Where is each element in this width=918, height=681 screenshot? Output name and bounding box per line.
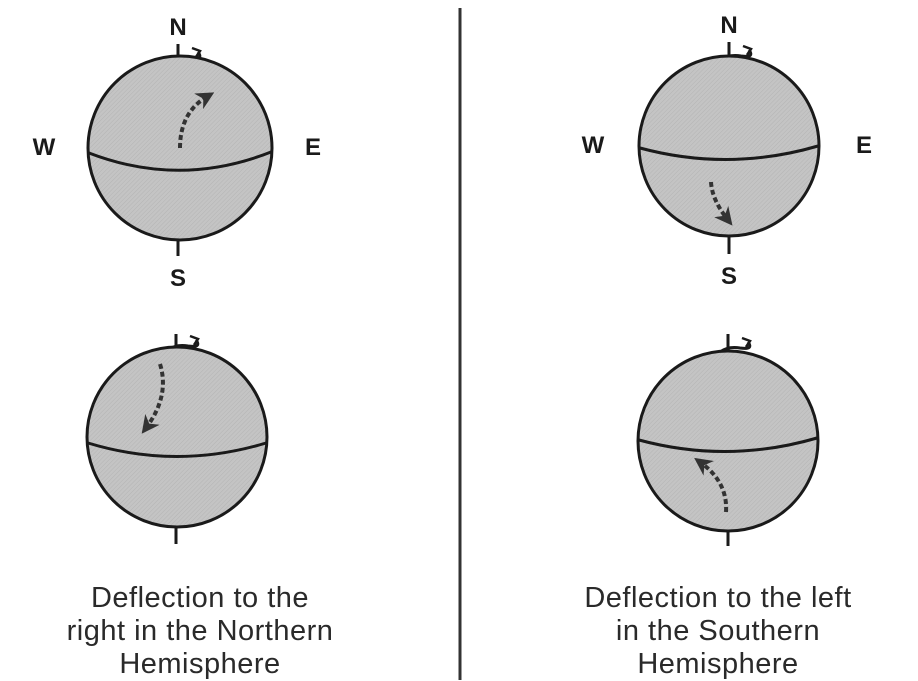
- caption-line: Deflection to the: [90, 582, 310, 614]
- caption-line: Deflection to the left: [584, 582, 852, 614]
- compass-south-label: S: [721, 263, 737, 290]
- compass-east-label: E: [305, 134, 321, 161]
- caption-line: Hemisphere: [637, 648, 799, 680]
- globe-northern-bottom: [85, 334, 269, 544]
- caption-line: Hemisphere: [119, 648, 281, 680]
- deflection-arrow: [141, 363, 165, 434]
- compass-east-label: E: [856, 132, 872, 159]
- caption-line: in the Southern: [615, 615, 821, 647]
- rotation-arrow-icon: [719, 336, 752, 354]
- globe-northern-top: [86, 44, 274, 256]
- caption-southern: Deflection to the left in the Southern H…: [518, 582, 918, 681]
- globe-sphere: [637, 54, 821, 238]
- equator-line: [88, 150, 272, 172]
- compass-north-label: N: [720, 12, 737, 39]
- caption-line: right in the Northern: [66, 615, 334, 647]
- caption-northern: Deflection to the right in the Northern …: [0, 582, 400, 681]
- equator-line: [87, 441, 267, 458]
- equator-line: [638, 436, 818, 453]
- deflection-arrow: [694, 457, 729, 513]
- globe-sphere: [85, 345, 269, 529]
- deflection-arrow: [178, 92, 215, 149]
- compass-west-label: W: [33, 134, 56, 161]
- globe-southern-top: [637, 42, 821, 254]
- globe-southern-bottom: [636, 334, 820, 546]
- deflection-arrow: [709, 181, 733, 226]
- compass-south-label: S: [170, 265, 186, 292]
- compass-north-label: N: [169, 14, 186, 41]
- compass-west-label: W: [582, 132, 605, 159]
- equator-line: [639, 144, 819, 161]
- globe-sphere: [636, 349, 820, 533]
